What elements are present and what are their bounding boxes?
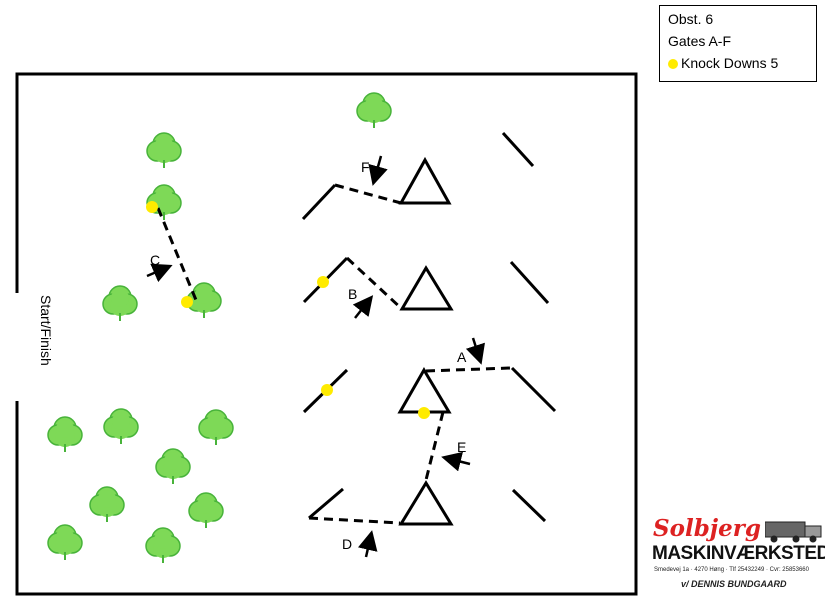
gate-label-c: C: [150, 252, 160, 268]
arrow-d: [366, 535, 371, 557]
arrow-a: [473, 338, 480, 360]
tree: [147, 133, 181, 168]
start-finish-label: Start/Finish: [34, 295, 54, 355]
tree: [189, 493, 223, 528]
knockdown-dot: [146, 201, 158, 213]
truck-icon: [765, 519, 823, 543]
triangles: [400, 160, 451, 524]
knockdown-dot: [317, 276, 329, 288]
gate-label-d: D: [342, 536, 352, 552]
tree: [48, 417, 82, 452]
tree: [48, 525, 82, 560]
sponsor-logo: Solbjerg MASKINVÆRKSTED Smedevej 1a · 42…: [648, 515, 825, 598]
tree: [146, 528, 180, 563]
tree: [90, 487, 124, 522]
knockdowns: [146, 201, 430, 419]
logo-owner: v/ DENNIS BUNDGAARD: [681, 579, 787, 589]
gate-label-b: B: [348, 286, 357, 302]
tree: [156, 449, 190, 484]
gate-label-a: A: [457, 349, 467, 365]
logo-subtitle: MASKINVÆRKSTED: [652, 543, 825, 565]
gate-label-f: E: [457, 439, 466, 455]
knockdown-dot: [418, 407, 430, 419]
tree: [104, 409, 138, 444]
knockdown-dot: [321, 384, 333, 396]
logo-address: Smedevej 1a · 4270 Høng · Tlf 25432249 ·…: [654, 567, 809, 573]
logo-name: Solbjerg: [653, 515, 761, 542]
arrow-f: [446, 458, 470, 464]
tree: [357, 93, 391, 128]
knockdown-dot: [181, 296, 193, 308]
arrow-e: [374, 156, 381, 181]
tree: [103, 286, 137, 321]
tree: [199, 410, 233, 445]
gate-label-e: F: [361, 159, 370, 175]
arrow-c: [147, 267, 168, 276]
